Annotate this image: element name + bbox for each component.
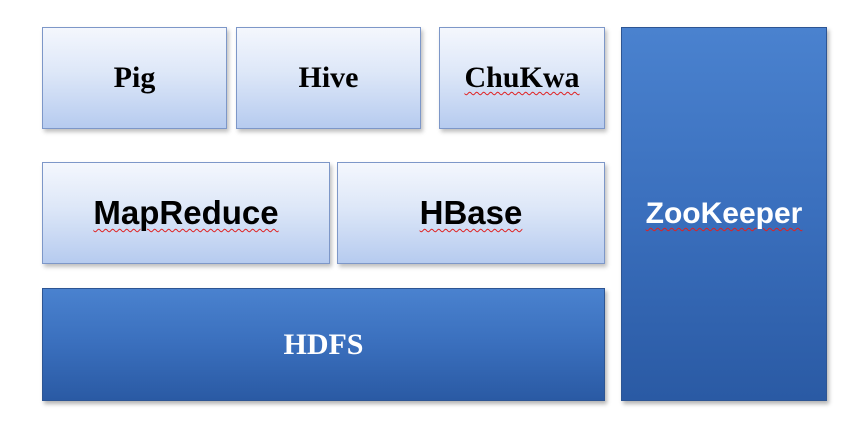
chukwa-block: ChuKwa	[439, 27, 605, 129]
mapreduce-label: MapReduce	[93, 194, 279, 231]
pig-block: Pig	[42, 27, 227, 129]
hbase-label: HBase	[419, 194, 523, 231]
zookeeper-label: ZooKeeper	[645, 197, 803, 230]
mapreduce-block: MapReduce	[42, 162, 330, 264]
hive-label: Hive	[298, 61, 359, 94]
pig-label: Pig	[113, 61, 156, 94]
hdfs-label: HDFS	[283, 327, 364, 361]
hive-block: Hive	[236, 27, 421, 129]
chukwa-label: ChuKwa	[464, 61, 580, 94]
hdfs-block: HDFS	[42, 288, 605, 401]
zookeeper-block: ZooKeeper	[621, 27, 827, 401]
hbase-block: HBase	[337, 162, 605, 264]
